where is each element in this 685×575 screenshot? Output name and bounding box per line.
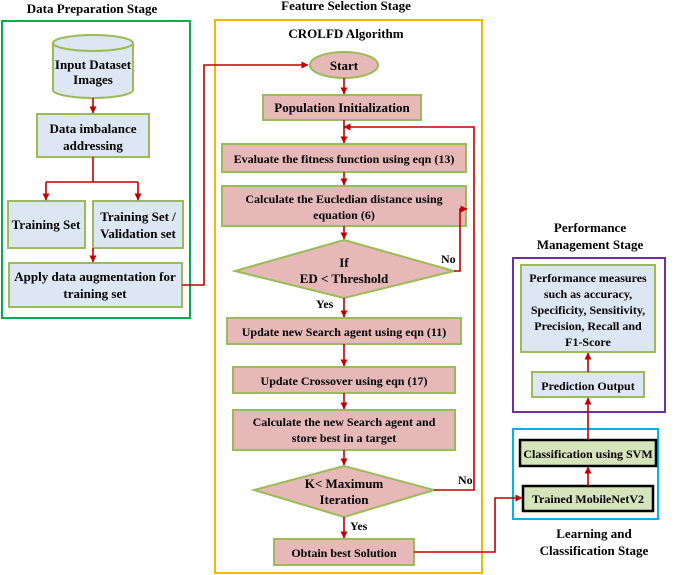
connectors: [42, 61, 592, 553]
crolfd-algorithm-title: CROLFD Algorithm: [288, 26, 403, 41]
best-solution-label: Obtain best Solution: [291, 546, 397, 560]
population-node: Population Initialization: [262, 94, 422, 121]
data-augmentation-label-line2: training set: [63, 286, 127, 301]
performance-measures-node: Performance measures such as accuracy, S…: [520, 264, 656, 353]
feature-selection-stage-title: Feature Selection Stage: [281, 0, 411, 13]
threshold-no-label: No: [441, 252, 456, 266]
population-box: [262, 94, 422, 121]
learning-stage-frame: [512, 428, 659, 520]
validation-set-label-line2: Validation set: [100, 226, 176, 241]
calculate-agent-node: Calculate the new Search agent and store…: [232, 409, 456, 451]
arrow-augmentation-to-start: [182, 61, 309, 286]
threshold-yes-label: Yes: [316, 297, 334, 311]
update-agent-node: Update new Search agent using eqn (11): [226, 317, 462, 345]
start-node: Start: [309, 51, 379, 79]
performance-stage-frame: [512, 257, 666, 413]
performance-measures-box: [520, 264, 656, 353]
prediction-label: Prediction Output: [541, 379, 634, 393]
calculate-agent-label-line1: Calculate the new Search agent and: [253, 415, 436, 429]
euclidean-label-line2: equation (6): [313, 208, 375, 222]
update-agent-box: [226, 317, 462, 345]
performance-measures-line5: F1-Score: [565, 335, 611, 349]
prediction-node: Prediction Output: [531, 371, 645, 398]
threshold-decision-node: If ED < Threshold: [231, 238, 458, 300]
update-agent-label: Update new Search agent using eqn (11): [242, 325, 446, 339]
data-imbalance-label-line1: Data imbalance: [49, 121, 136, 136]
prediction-box: [531, 371, 645, 398]
data-preparation-stage-frame: [1, 20, 191, 319]
mobilenet-node: Trained MobileNetV2: [521, 484, 655, 513]
start-label: Start: [330, 58, 359, 73]
arrow-iteration-no-loop: [343, 123, 475, 491]
performance-stage-title-line1: Performance: [554, 220, 626, 235]
threshold-decision-label-line1: If: [339, 255, 349, 270]
performance-measures-line4: Precision, Recall and: [534, 319, 642, 333]
validation-set-box: [92, 200, 184, 249]
population-label: Population Initialization: [274, 100, 410, 115]
data-imbalance-label-line2: addressing: [63, 138, 123, 153]
euclidean-box: [221, 185, 467, 227]
iteration-no-label: No: [458, 473, 473, 487]
feature-selection-stage-frame: [214, 19, 483, 574]
performance-stage-title-line2: Management Stage: [537, 237, 644, 252]
fitness-label: Evaluate the fitness function using eqn …: [234, 152, 455, 166]
training-set-label: Training Set: [12, 217, 81, 232]
input-dataset-node: Input Dataset Images: [52, 34, 134, 99]
database-cylinder-top: [52, 34, 134, 52]
performance-measures-line1: Performance measures: [529, 271, 647, 285]
iteration-decision-node: K< Maximum Iteration: [250, 464, 438, 519]
performance-measures-line2: such as accuracy,: [544, 287, 632, 301]
validation-set-node: Training Set / Validation set: [92, 200, 184, 249]
data-preparation-stage-title: Data Preparation Stage: [27, 1, 158, 16]
arrow-best-to-mobilenet: [414, 494, 523, 553]
learning-stage-title-line2: Classification Stage: [540, 543, 649, 558]
input-dataset-label-line2: Images: [73, 72, 113, 87]
training-set-box: [7, 200, 86, 249]
svm-node: Classification using SVM: [518, 438, 658, 468]
data-augmentation-node: Apply data augmentation for training set: [8, 262, 183, 308]
fitness-box: [221, 143, 467, 173]
update-crossover-node: Update Crossover using eqn (17): [232, 366, 456, 394]
iteration-yes-label: Yes: [350, 519, 368, 533]
mobilenet-label: Trained MobileNetV2: [532, 492, 644, 506]
threshold-decision-label-line2: ED < Threshold: [300, 271, 389, 286]
update-crossover-box: [232, 366, 456, 394]
iteration-decision-label-line2: Iteration: [319, 492, 369, 507]
update-crossover-label: Update Crossover using eqn (17): [261, 374, 428, 388]
performance-measures-line3: Specificity, Sensitivity,: [531, 303, 645, 317]
data-imbalance-box: [36, 113, 150, 158]
training-set-node: Training Set: [7, 200, 86, 249]
arrow-decision-no-loop: [454, 205, 468, 272]
validation-set-label-line1: Training Set /: [100, 209, 176, 224]
euclidean-label-line1: Calculate the Eucledian distance using: [245, 192, 442, 206]
iteration-decision-label-line1: K< Maximum: [305, 476, 384, 491]
data-augmentation-label-line1: Apply data augmentation for: [14, 269, 176, 284]
best-solution-node: Obtain best Solution: [273, 538, 415, 566]
mobilenet-box: [521, 484, 655, 513]
calculate-agent-label-line2: store best in a target: [292, 431, 396, 445]
euclidean-node: Calculate the Eucledian distance using e…: [221, 185, 467, 227]
best-solution-box: [273, 538, 415, 566]
svm-box: [518, 438, 658, 468]
input-dataset-label-line1: Input Dataset: [55, 57, 132, 72]
learning-stage-title-line1: Learning and: [556, 526, 632, 541]
svm-label: Classification using SVM: [523, 447, 652, 461]
data-imbalance-node: Data imbalance addressing: [36, 113, 150, 158]
fitness-node: Evaluate the fitness function using eqn …: [221, 143, 467, 173]
